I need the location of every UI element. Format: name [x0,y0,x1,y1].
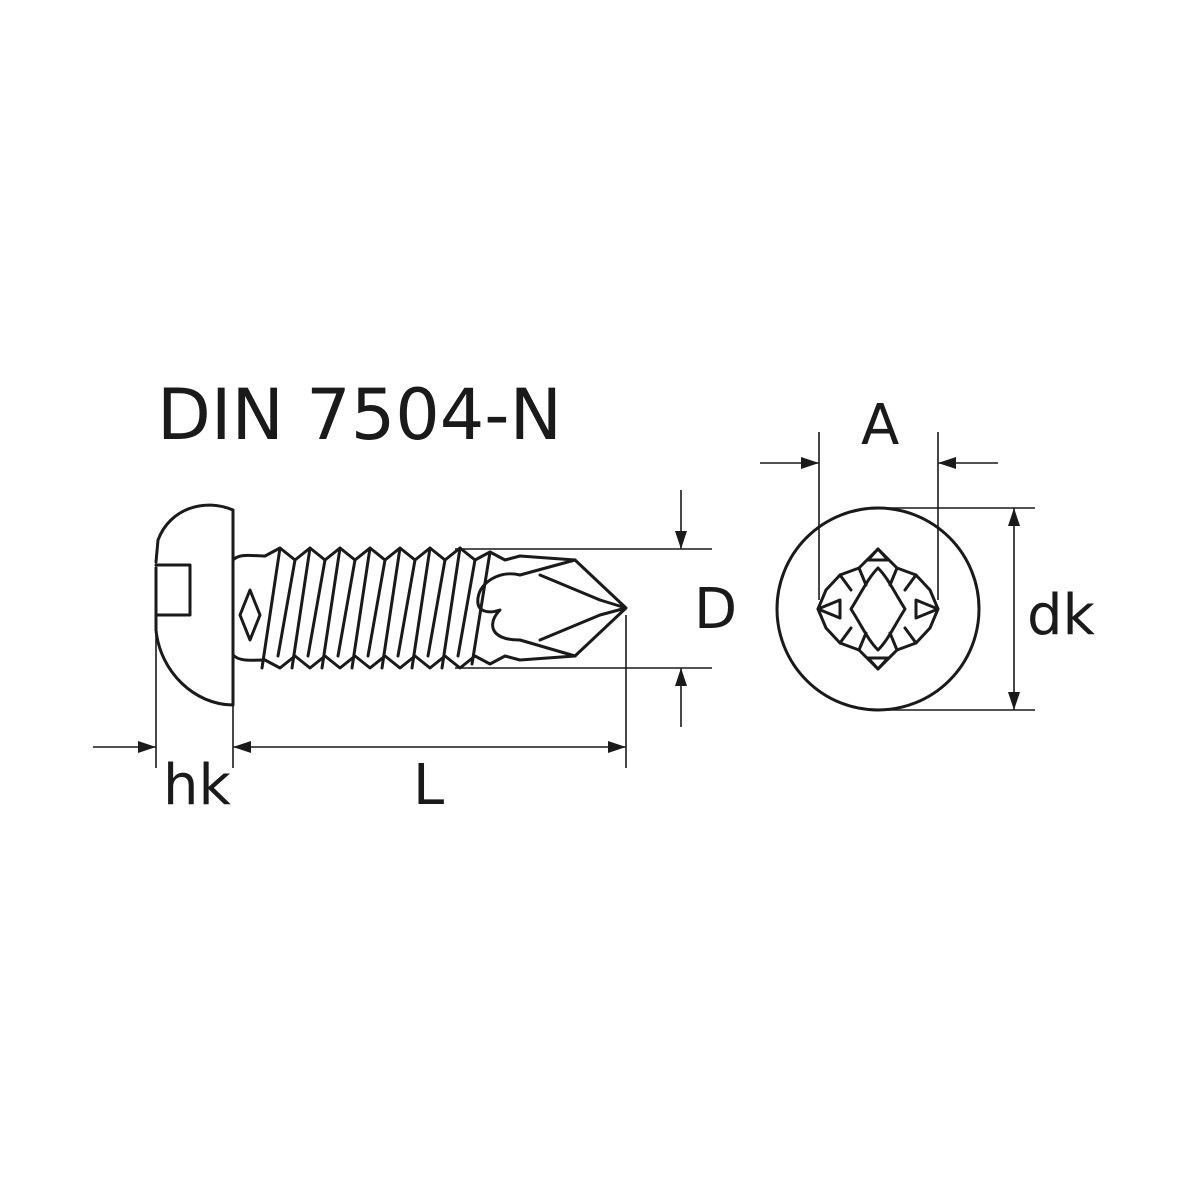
drill-point [518,558,628,658]
arrow-D-bottom [675,668,687,686]
screw-neck [231,553,267,662]
dimension-A [760,432,998,600]
thread-outline-bottom [263,654,577,670]
label-head-diameter: dk [1027,583,1095,648]
arrow-L-left [233,741,251,753]
arrow-D-top [675,531,687,549]
drawing-title: DIN 7504-N [157,374,562,456]
label-length: L [413,753,445,818]
pozi-recess [816,547,940,671]
label-head-height: hk [163,753,231,818]
arrow-hk [138,741,156,753]
arrow-dk-top [1008,508,1020,526]
arrow-dk-bottom [1008,692,1020,710]
head-slot [154,563,192,617]
screw-side-view [154,503,628,707]
arrow-L-right [608,741,626,753]
dimension-D [455,490,712,727]
label-recess-width: A [861,393,900,458]
label-thread-diameter: D [694,577,738,642]
head-circle [775,506,981,712]
arrow-A-left [801,457,819,469]
screw-head [154,503,235,707]
thread-flanks [238,546,492,670]
screw-head-front-view [775,506,981,712]
arrow-A-right [938,457,956,469]
chip-flute [476,572,522,642]
dimension-dk [878,507,1035,711]
dimension-hk-L [93,615,627,768]
